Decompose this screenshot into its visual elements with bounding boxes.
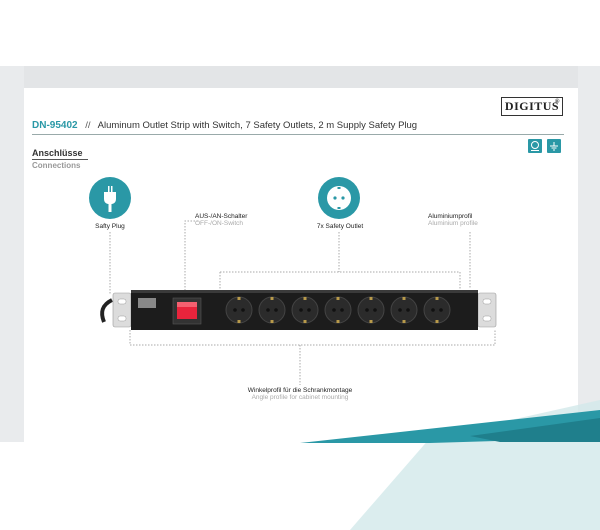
- background-band-left: [0, 66, 24, 442]
- plug-icon: [89, 177, 131, 219]
- profile-label-de: Aluminiumprofil: [428, 213, 473, 220]
- feature-badge-safety-icon: [528, 139, 542, 153]
- switch-label-en: OFF-/ON-Switch: [195, 220, 244, 227]
- digitus-plate: [138, 298, 156, 308]
- plug-label-text: Safty Plug: [95, 223, 125, 230]
- power-cable: [100, 298, 113, 323]
- outlet-label: 7x Safety Outlet: [305, 223, 375, 230]
- mounting-bracket-right: [477, 292, 497, 328]
- feature-badge-ground-icon: [547, 139, 561, 153]
- plug-label: Safty Plug: [90, 223, 130, 230]
- outlet-icon: [318, 177, 360, 219]
- section-title: Anschlüsse: [32, 148, 83, 158]
- profile-label: Aluminiumprofil Aluminium profile: [428, 213, 508, 227]
- switch-label: AUS-/AN-Schalter OFF-/ON-Switch: [195, 213, 275, 227]
- product-header: DN-95402 // Aluminum Outlet Strip with S…: [32, 120, 417, 131]
- angle-label: Winkelprofil für die Schrankmontage Angl…: [215, 387, 385, 401]
- angle-label-en: Angle profile for cabinet mounting: [251, 394, 349, 401]
- angle-label-de: Winkelprofil für die Schrankmontage: [247, 387, 353, 394]
- mounting-bracket-left: [112, 292, 132, 328]
- switch-label-de: AUS-/AN-Schalter: [195, 213, 248, 220]
- product-description: Aluminum Outlet Strip with Switch, 7 Saf…: [97, 120, 418, 131]
- outlet-label-text: 7x Safety Outlet: [316, 223, 364, 230]
- section-subtitle: Connections: [32, 161, 81, 170]
- logo-text: DIGITUS: [504, 99, 560, 113]
- header-rule: [32, 134, 564, 135]
- digitus-logo: DIGITUS ®: [501, 97, 563, 116]
- background-band-top: [0, 66, 600, 88]
- decorative-wave: [300, 400, 600, 530]
- logo-registered-mark: ®: [555, 99, 560, 105]
- header-separator: //: [85, 120, 91, 131]
- profile-label-en: Aluminium profile: [428, 220, 478, 227]
- content-card: [24, 88, 578, 442]
- model-number: DN-95402: [32, 120, 78, 131]
- section-underline: [32, 159, 88, 160]
- outlet-sockets: [225, 296, 451, 324]
- background-band-right: [578, 66, 600, 442]
